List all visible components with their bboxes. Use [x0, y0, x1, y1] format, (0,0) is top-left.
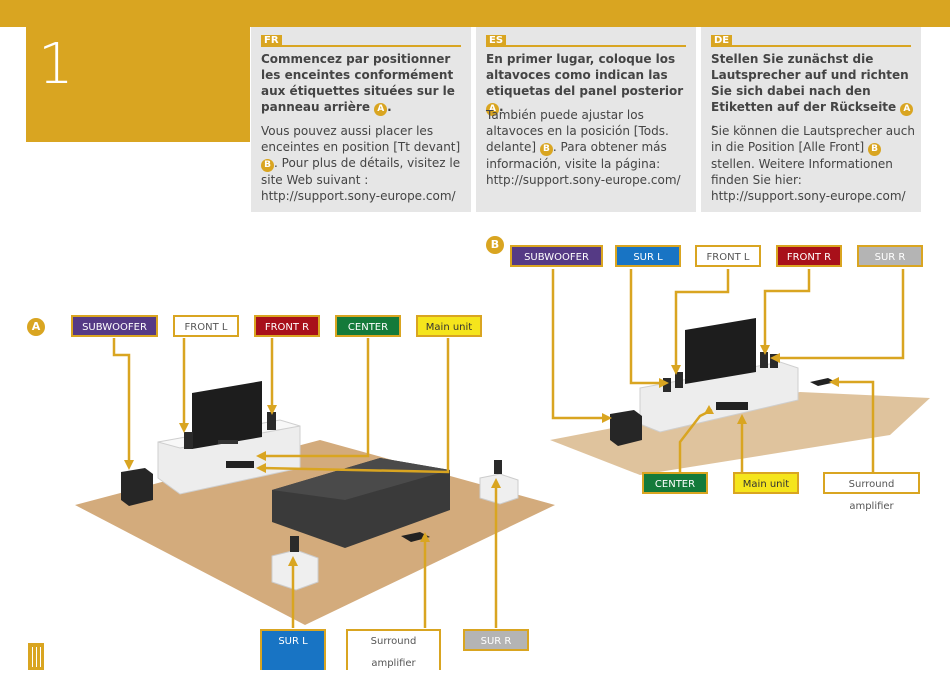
- label-subwoofer-a: SUBWOOFER: [71, 315, 158, 337]
- lang-tag: FR: [261, 35, 282, 47]
- sur-r-speaker-a: [494, 460, 502, 474]
- surround-amplifier-b: [810, 378, 836, 386]
- arrowheads: [124, 345, 839, 566]
- badge-b-icon: B: [261, 159, 274, 172]
- front-r-speaker-a: [267, 412, 276, 430]
- front-r-speaker-b: [760, 352, 768, 368]
- instruction-normal: También puede ajustar los altavoces en l…: [486, 108, 681, 187]
- step-block: [26, 0, 250, 142]
- label-center-a: CENTER: [335, 315, 401, 337]
- column-fr: FR Commencez par positionner les enceint…: [251, 27, 471, 212]
- lang-rule: [281, 45, 461, 47]
- step-number: 1: [38, 32, 74, 97]
- label-surround-amplifier-a: Surround amplifier: [346, 629, 441, 670]
- label-front-r-a: FRONT R: [254, 315, 320, 337]
- main-unit-b: [716, 402, 748, 410]
- instruction-bold: Commencez par positionner les enceintes …: [261, 52, 455, 116]
- label-center-b: CENTER: [642, 472, 708, 494]
- badge-a-icon: A: [900, 103, 914, 116]
- label-main-unit-a: Main unit: [416, 315, 482, 337]
- subwoofer-a: [121, 468, 153, 506]
- label-surround-amplifier-b: Surround amplifier: [823, 472, 920, 512]
- tv-a: [192, 381, 262, 449]
- sur-l-speaker-a: [290, 536, 299, 552]
- instruction-normal: Vous pouvez aussi placer les enceintes e…: [261, 124, 461, 203]
- label-main-unit-b: Main unit: [733, 472, 799, 494]
- main-unit-a: [226, 461, 254, 468]
- sur-r-speaker-b: [770, 354, 778, 368]
- sur-l-speaker-b: [663, 378, 671, 392]
- lang-rule: [506, 45, 686, 47]
- label-front-l-b: FRONT L: [695, 245, 761, 267]
- subwoofer-b: [610, 410, 642, 446]
- section-b-badge-icon: B: [486, 236, 504, 254]
- tv-b: [685, 318, 756, 384]
- sur-r-stand-a: [479, 473, 519, 505]
- label-sur-l-a: SUR L: [260, 629, 326, 670]
- lang-tag: DE: [711, 35, 733, 47]
- lang-rule: [731, 45, 911, 47]
- section-a-badge-icon: A: [27, 318, 45, 336]
- floor-b: [550, 392, 930, 475]
- instruction-bold: Stellen Sie zunächst die Lautsprecher au…: [711, 51, 915, 132]
- page-corner-mark: [28, 643, 44, 670]
- sur-l-stand-a: [271, 549, 319, 591]
- lang-tag: ES: [486, 35, 507, 47]
- column-de: DE Stellen Sie zunächst die Lautsprecher…: [701, 27, 921, 212]
- label-sur-l-b: SUR L: [615, 245, 681, 267]
- label-sur-r-a: SUR R: [463, 629, 529, 651]
- front-l-speaker-b: [675, 372, 683, 388]
- column-es: ES En primer lugar, coloque los altavoce…: [476, 27, 696, 212]
- label-front-l-a: FRONT L: [173, 315, 239, 337]
- badge-a-icon: A: [486, 103, 499, 116]
- label-sur-r-b: SUR R: [857, 245, 923, 267]
- leader-lines: [112, 269, 905, 628]
- label-subwoofer-b: SUBWOOFER: [510, 245, 603, 267]
- badge-a-icon: A: [374, 103, 388, 116]
- badge-b-icon: B: [539, 143, 553, 156]
- instruction-normal: Sie können die Lautsprecher auch in die …: [711, 124, 915, 203]
- badge-b-icon: B: [868, 143, 882, 156]
- instruction-bold: En primer lugar, coloque los altavoces c…: [486, 52, 684, 116]
- front-l-speaker-a: [184, 432, 193, 449]
- label-front-r-b: FRONT R: [776, 245, 842, 267]
- surround-amplifier-a: [401, 532, 430, 542]
